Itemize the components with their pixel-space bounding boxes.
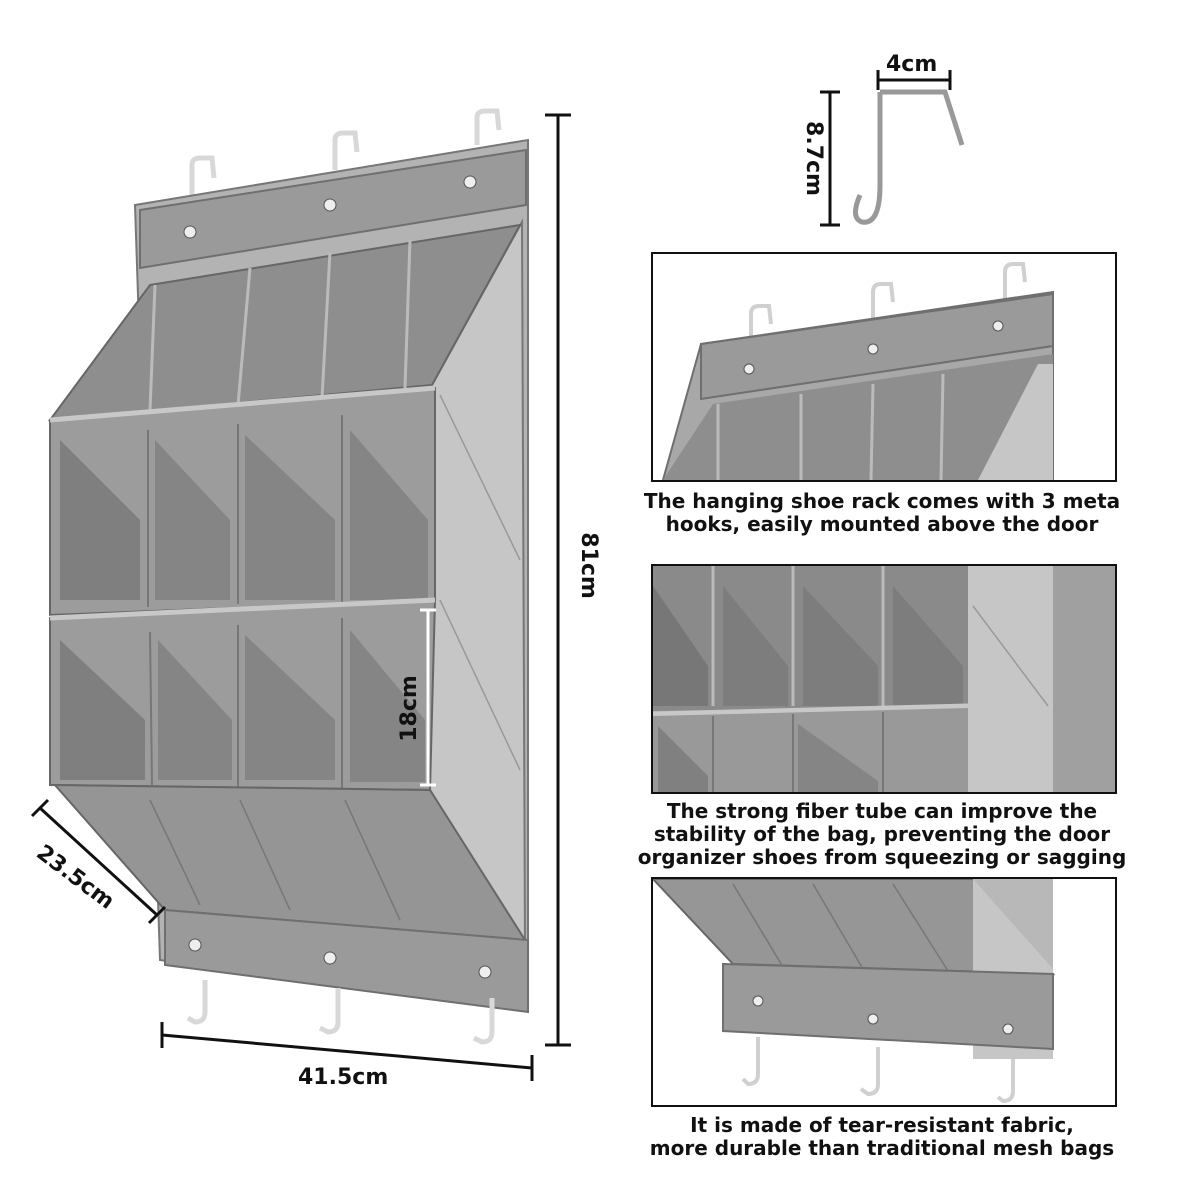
hooks-caption-line-1: The hanging shoe rack comes with 3 meta [643,489,1121,513]
hook-width-label: 4cm [886,52,938,77]
hooks-caption: The hanging shoe rack comes with 3 meta … [600,490,1164,536]
fabric-caption: It is made of tear-resistant fabric, mor… [600,1114,1164,1160]
pocket-height-dimension-line [420,608,436,787]
depth-dimension-line [30,798,167,925]
hook-height-label: 8.7cm [800,121,826,196]
tube-caption-line-3: organizer shoes from squeezing or saggin… [637,845,1127,869]
bottom-hooks [186,980,495,1045]
hook-detail [820,70,965,227]
top-hooks [189,108,502,195]
tube-caption: The strong fiber tube can improve the st… [600,800,1164,869]
height-label: 81cm [575,532,601,599]
fabric-caption-line-2: more durable than traditional mesh bags [649,1136,1115,1160]
fabric-detail-panel [651,877,1117,1107]
width-dimension-line [160,1022,534,1081]
fabric-detail-image [653,879,1056,1104]
hooks-detail-image [661,262,1054,480]
pocket-height-label: 18cm [396,675,422,742]
hooks-caption-line-2: hooks, easily mounted above the door [665,512,1099,536]
tube-caption-line-1: The strong fiber tube can improve the [666,799,1098,823]
fabric-caption-line-1: It is made of tear-resistant fabric, [690,1113,1074,1137]
top-row-back [47,223,522,422]
tube-detail-panel [651,564,1117,794]
tube-detail-image [653,566,1115,792]
width-label: 41.5cm [298,1065,389,1090]
bottom-strip [164,908,529,1014]
hooks-detail-panel [651,252,1117,482]
tube-caption-line-2: stability of the bag, preventing the doo… [653,822,1111,846]
height-dimension-line [545,113,571,1047]
